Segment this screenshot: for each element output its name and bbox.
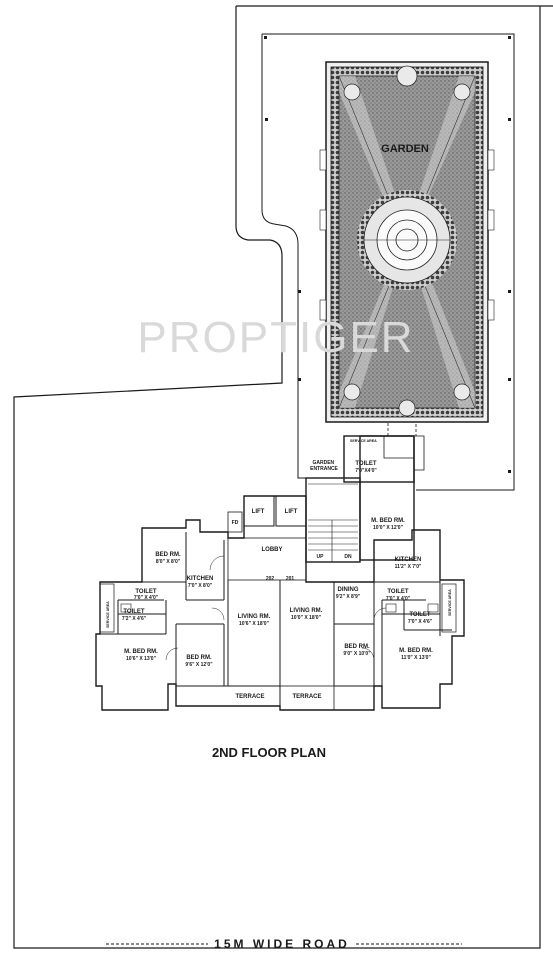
- room-name: TOILET: [123, 609, 145, 615]
- wall-posts: [264, 36, 511, 473]
- stair-up-label: UP: [317, 554, 325, 560]
- room-right-toilet-top: TOILET 7'0"X4'0": [355, 461, 377, 474]
- inner-compound-wall: [261, 33, 515, 491]
- room-size: 10'6" X 18'0": [239, 621, 270, 627]
- room-right-master-bed: M. BED RM. 11'0" X 13'0": [399, 648, 433, 661]
- garden: GARDEN: [319, 61, 495, 423]
- flat-number-left: 202: [266, 576, 275, 582]
- room-name: KITCHEN: [187, 576, 214, 582]
- room-left-bed-2: BED RM. 9'6" X 12'0": [185, 655, 213, 668]
- road-label: 15M WIDE ROAD: [214, 937, 350, 951]
- room-size: 11'2" X 7'0": [395, 564, 422, 570]
- room-size: 9'2" X 8'9": [336, 594, 361, 600]
- garden-entrance-label: GARDEN ENTRANCE: [310, 460, 338, 472]
- room-right-master-bed-top: M. BED RM. 10'0" X 12'0": [371, 518, 405, 531]
- room-left-toilet-b: TOILET 7'2" X 4'6": [122, 609, 147, 622]
- room-size: 11'0" X 13'0": [401, 655, 431, 661]
- room-size: 7'0" X 4'0": [386, 596, 411, 602]
- room-size: 7'0"X4'0": [355, 468, 377, 474]
- room-size: 8'0" X 8'0": [156, 559, 181, 565]
- room-right-dining: DINING 9'2" X 8'9": [336, 587, 361, 600]
- room-size: 9'0" X 10'0": [343, 651, 371, 657]
- room-size: 7'0" X 4'6": [408, 619, 433, 625]
- room-left-master-bed: M. BED RM. 10'6" X 13'0": [124, 649, 158, 662]
- room-right-living: LIVING RM. 10'0" X 18'0": [290, 608, 323, 621]
- room-size: 10'6" X 13'0": [126, 656, 157, 662]
- garden-entrance-line-2: ENTRANCE: [310, 466, 338, 472]
- room-size: 10'0" X 12'0": [373, 525, 404, 531]
- garden-entrance-line-1: GARDEN: [312, 460, 334, 466]
- flat-number-right: 201: [286, 576, 295, 582]
- garden-label: GARDEN: [381, 143, 429, 155]
- room-name: BED RM.: [155, 552, 181, 558]
- room-right-bed: BED RM. 9'0" X 10'0": [343, 644, 371, 657]
- room-left-living: LIVING RM. 10'6" X 18'0": [238, 614, 271, 627]
- lift-right-label: LIFT: [285, 509, 298, 515]
- room-name: TOILET: [409, 612, 431, 618]
- plot-boundary: [13, 5, 553, 949]
- room-left-kitchen: KITCHEN 7'0" X 8'0": [187, 576, 214, 589]
- service-area-top-label: SERVICE AREA: [350, 439, 377, 443]
- room-name: LIVING RM.: [290, 608, 323, 614]
- room-size: 7'0" X 8'0": [188, 583, 213, 589]
- stair-dn-label: DN: [344, 554, 352, 560]
- room-name: M. BED RM.: [399, 648, 433, 654]
- terrace-left-label: TERRACE: [235, 694, 264, 700]
- service-area-left-label: SERVICE AREA: [106, 601, 110, 628]
- room-name: TOILET: [387, 589, 409, 595]
- lift-left-label: LIFT: [252, 509, 265, 515]
- room-name: LIVING RM.: [238, 614, 271, 620]
- room-name: BED RM.: [344, 644, 370, 650]
- plan-title: 2ND FLOOR PLAN: [212, 745, 326, 760]
- fd-label: FD: [232, 520, 239, 526]
- room-right-kitchen: KITCHEN 11'2" X 7'0": [395, 557, 422, 570]
- service-area-right-label: SERVICE AREA: [448, 589, 452, 616]
- room-size: 7'2" X 4'6": [122, 616, 147, 622]
- room-size: 10'0" X 18'0": [291, 615, 322, 621]
- room-name: BED RM.: [186, 655, 212, 661]
- lobby-label: LOBBY: [262, 547, 283, 553]
- room-right-toilet-b: TOILET 7'0" X 4'6": [408, 612, 433, 625]
- room-name: DINING: [338, 587, 359, 593]
- building: [95, 421, 465, 711]
- room-left-toilet-a: TOILET 7'0" X 4'0": [134, 589, 159, 601]
- room-size: 9'6" X 12'0": [185, 662, 213, 668]
- room-name: TOILET: [135, 589, 157, 595]
- terrace-right-label: TERRACE: [292, 694, 321, 700]
- room-name: TOILET: [355, 461, 377, 467]
- room-right-toilet-a: TOILET 7'0" X 4'0": [386, 589, 411, 602]
- room-size: 7'0" X 4'0": [134, 595, 159, 601]
- room-left-bed: BED RM. 8'0" X 8'0": [155, 552, 181, 565]
- room-name: M. BED RM.: [124, 649, 158, 655]
- room-name: M. BED RM.: [371, 518, 405, 524]
- watermark: PROPTIGER: [137, 313, 414, 362]
- room-name: KITCHEN: [395, 557, 422, 563]
